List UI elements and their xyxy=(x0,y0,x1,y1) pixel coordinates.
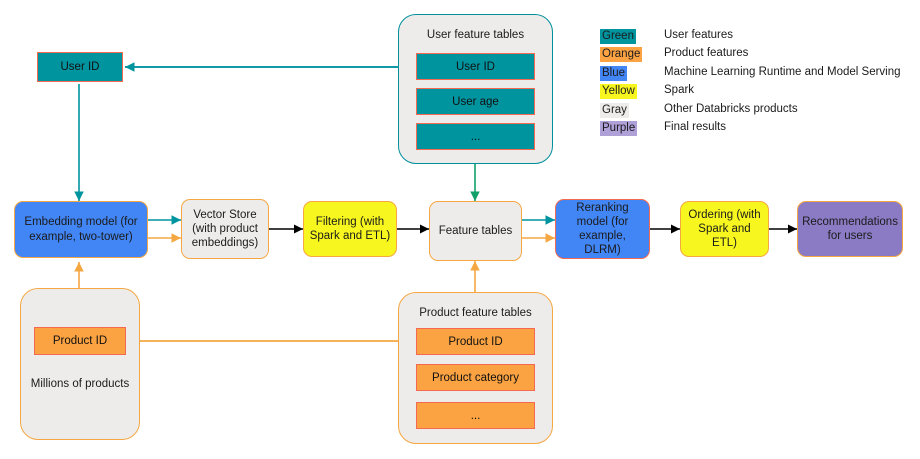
reranking-model-node[interactable]: Reranking model (for example, DLRM) xyxy=(555,199,650,259)
legend-swatch-blue: Blue xyxy=(600,65,628,81)
legend-swatch-yellow: Yellow xyxy=(600,84,637,99)
legend-row-green: Green User features xyxy=(600,26,915,44)
legend-swatch-gray: Gray xyxy=(600,102,629,118)
legend: Green User features Orange Product featu… xyxy=(600,26,915,137)
legend-desc-yellow: Spark xyxy=(664,84,695,96)
product-feature-cell-product-id[interactable]: Product ID xyxy=(416,328,535,355)
group-product-feature-tables-title: Product feature tables xyxy=(419,307,532,319)
product-id-node[interactable]: Product ID xyxy=(34,327,126,355)
legend-desc-green: User features xyxy=(664,28,734,41)
product-feature-cell-more[interactable]: ... xyxy=(416,402,535,429)
ordering-node[interactable]: Ordering (with Spark and ETL) xyxy=(680,201,769,257)
millions-of-products-label: Millions of products xyxy=(30,378,130,390)
legend-row-yellow: Yellow Spark xyxy=(600,82,915,99)
user-feature-cell-user-id[interactable]: User ID xyxy=(416,53,535,80)
legend-swatch-purple: Purple xyxy=(600,121,638,136)
legend-desc-blue: Machine Learning Runtime and Model Servi… xyxy=(664,65,901,78)
vector-store-node[interactable]: Vector Store (with product embeddings) xyxy=(181,199,269,259)
legend-row-gray: Gray Other Databricks products xyxy=(600,100,915,118)
legend-swatch-green: Green xyxy=(600,28,636,44)
user-feature-cell-user-age[interactable]: User age xyxy=(416,88,535,115)
user-feature-cell-more[interactable]: ... xyxy=(416,123,535,150)
legend-desc-gray: Other Databricks products xyxy=(664,102,798,115)
recommendations-node[interactable]: Recommendations for users xyxy=(797,201,903,257)
product-feature-cell-product-category[interactable]: Product category xyxy=(416,364,535,391)
feature-tables-node[interactable]: Feature tables xyxy=(429,201,522,261)
legend-desc-orange: Product features xyxy=(664,47,749,59)
filtering-node[interactable]: Filtering (with Spark and ETL) xyxy=(303,201,397,257)
legend-row-blue: Blue Machine Learning Runtime and Model … xyxy=(600,63,915,81)
legend-row-orange: Orange Product features xyxy=(600,45,915,62)
embedding-model-node[interactable]: Embedding model (for example, two-tower) xyxy=(14,201,148,258)
legend-swatch-orange: Orange xyxy=(600,47,643,62)
user-id-node[interactable]: User ID xyxy=(37,52,123,82)
legend-row-purple: Purple Final results xyxy=(600,119,915,136)
legend-desc-purple: Final results xyxy=(664,121,726,133)
group-user-feature-tables-title: User feature tables xyxy=(426,29,525,41)
group-millions-of-products xyxy=(20,288,140,440)
